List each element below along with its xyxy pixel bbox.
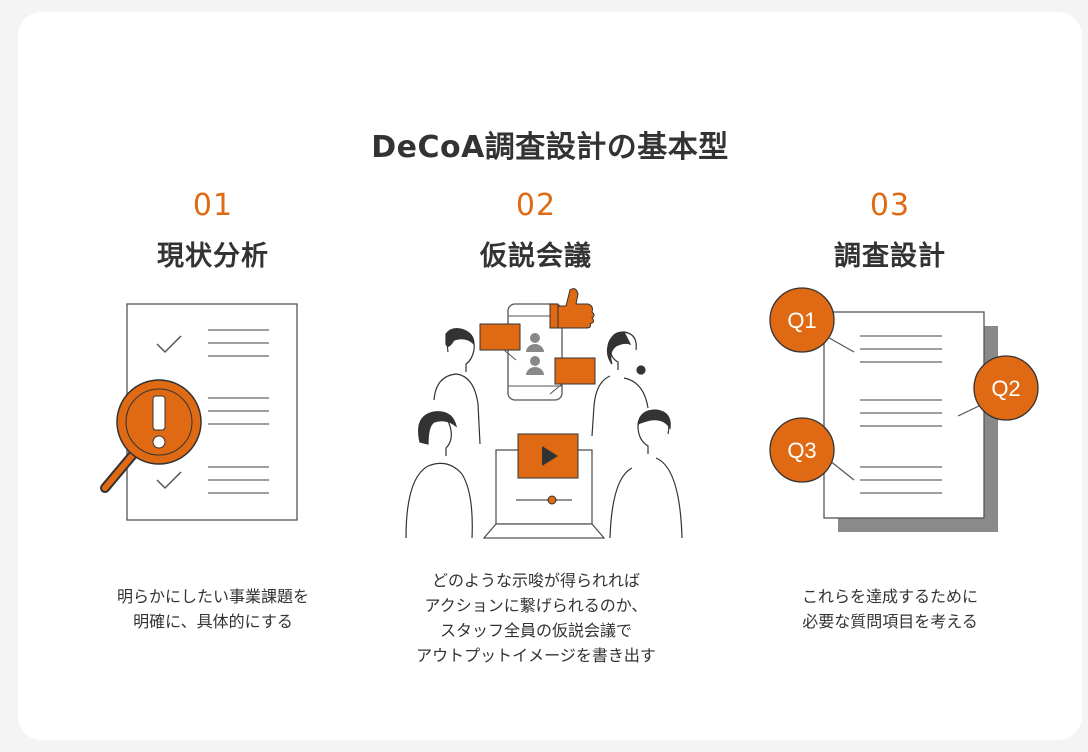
step-heading: 仮説会議 [480, 241, 592, 272]
thumbs-up-icon [549, 288, 595, 329]
question-label: Q2 [991, 376, 1020, 401]
laptop-video-icon [482, 433, 606, 539]
step-description: 明らかにしたい事業課題を 明確に、具体的にする [116, 587, 309, 631]
magnifier-exclamation-icon [100, 379, 202, 493]
document-icon [823, 311, 998, 532]
people-icon [405, 328, 683, 539]
question-badge-q3: Q3 [769, 417, 835, 483]
step-hypothesis-meeting: 02 仮説会議 [366, 12, 706, 740]
page-title: DeCoA調査設計の基本型 [371, 130, 729, 165]
question-label: Q1 [787, 308, 816, 333]
survey-illustration: Q1 Q2 Q3 [769, 287, 1039, 532]
main-card: DeCoA調査設計の基本型 01 現状分析 [18, 12, 1082, 740]
step-heading: 調査設計 [834, 241, 946, 272]
step-number: 02 [515, 188, 557, 223]
step-description: どのような示唆が得られれば アクションに繋げられるのか、 スタッフ全員の仮説会議… [416, 571, 656, 665]
step-survey-design: 03 調査設計 Q1 [720, 12, 1060, 740]
analysis-illustration [100, 303, 298, 521]
step-number: 01 [192, 188, 234, 223]
question-label: Q3 [787, 438, 816, 463]
meeting-illustration [405, 288, 683, 539]
step-description: これらを達成するために 必要な質問項目を考える [801, 587, 978, 631]
speech-bubble-icon [479, 323, 596, 395]
step-current-analysis: 01 現状分析 [43, 12, 383, 740]
question-badge-q2: Q2 [973, 355, 1039, 421]
smartphone-icon [507, 303, 563, 401]
step-number: 03 [869, 188, 911, 223]
question-badge-q1: Q1 [769, 287, 835, 353]
step-heading: 現状分析 [157, 241, 269, 272]
